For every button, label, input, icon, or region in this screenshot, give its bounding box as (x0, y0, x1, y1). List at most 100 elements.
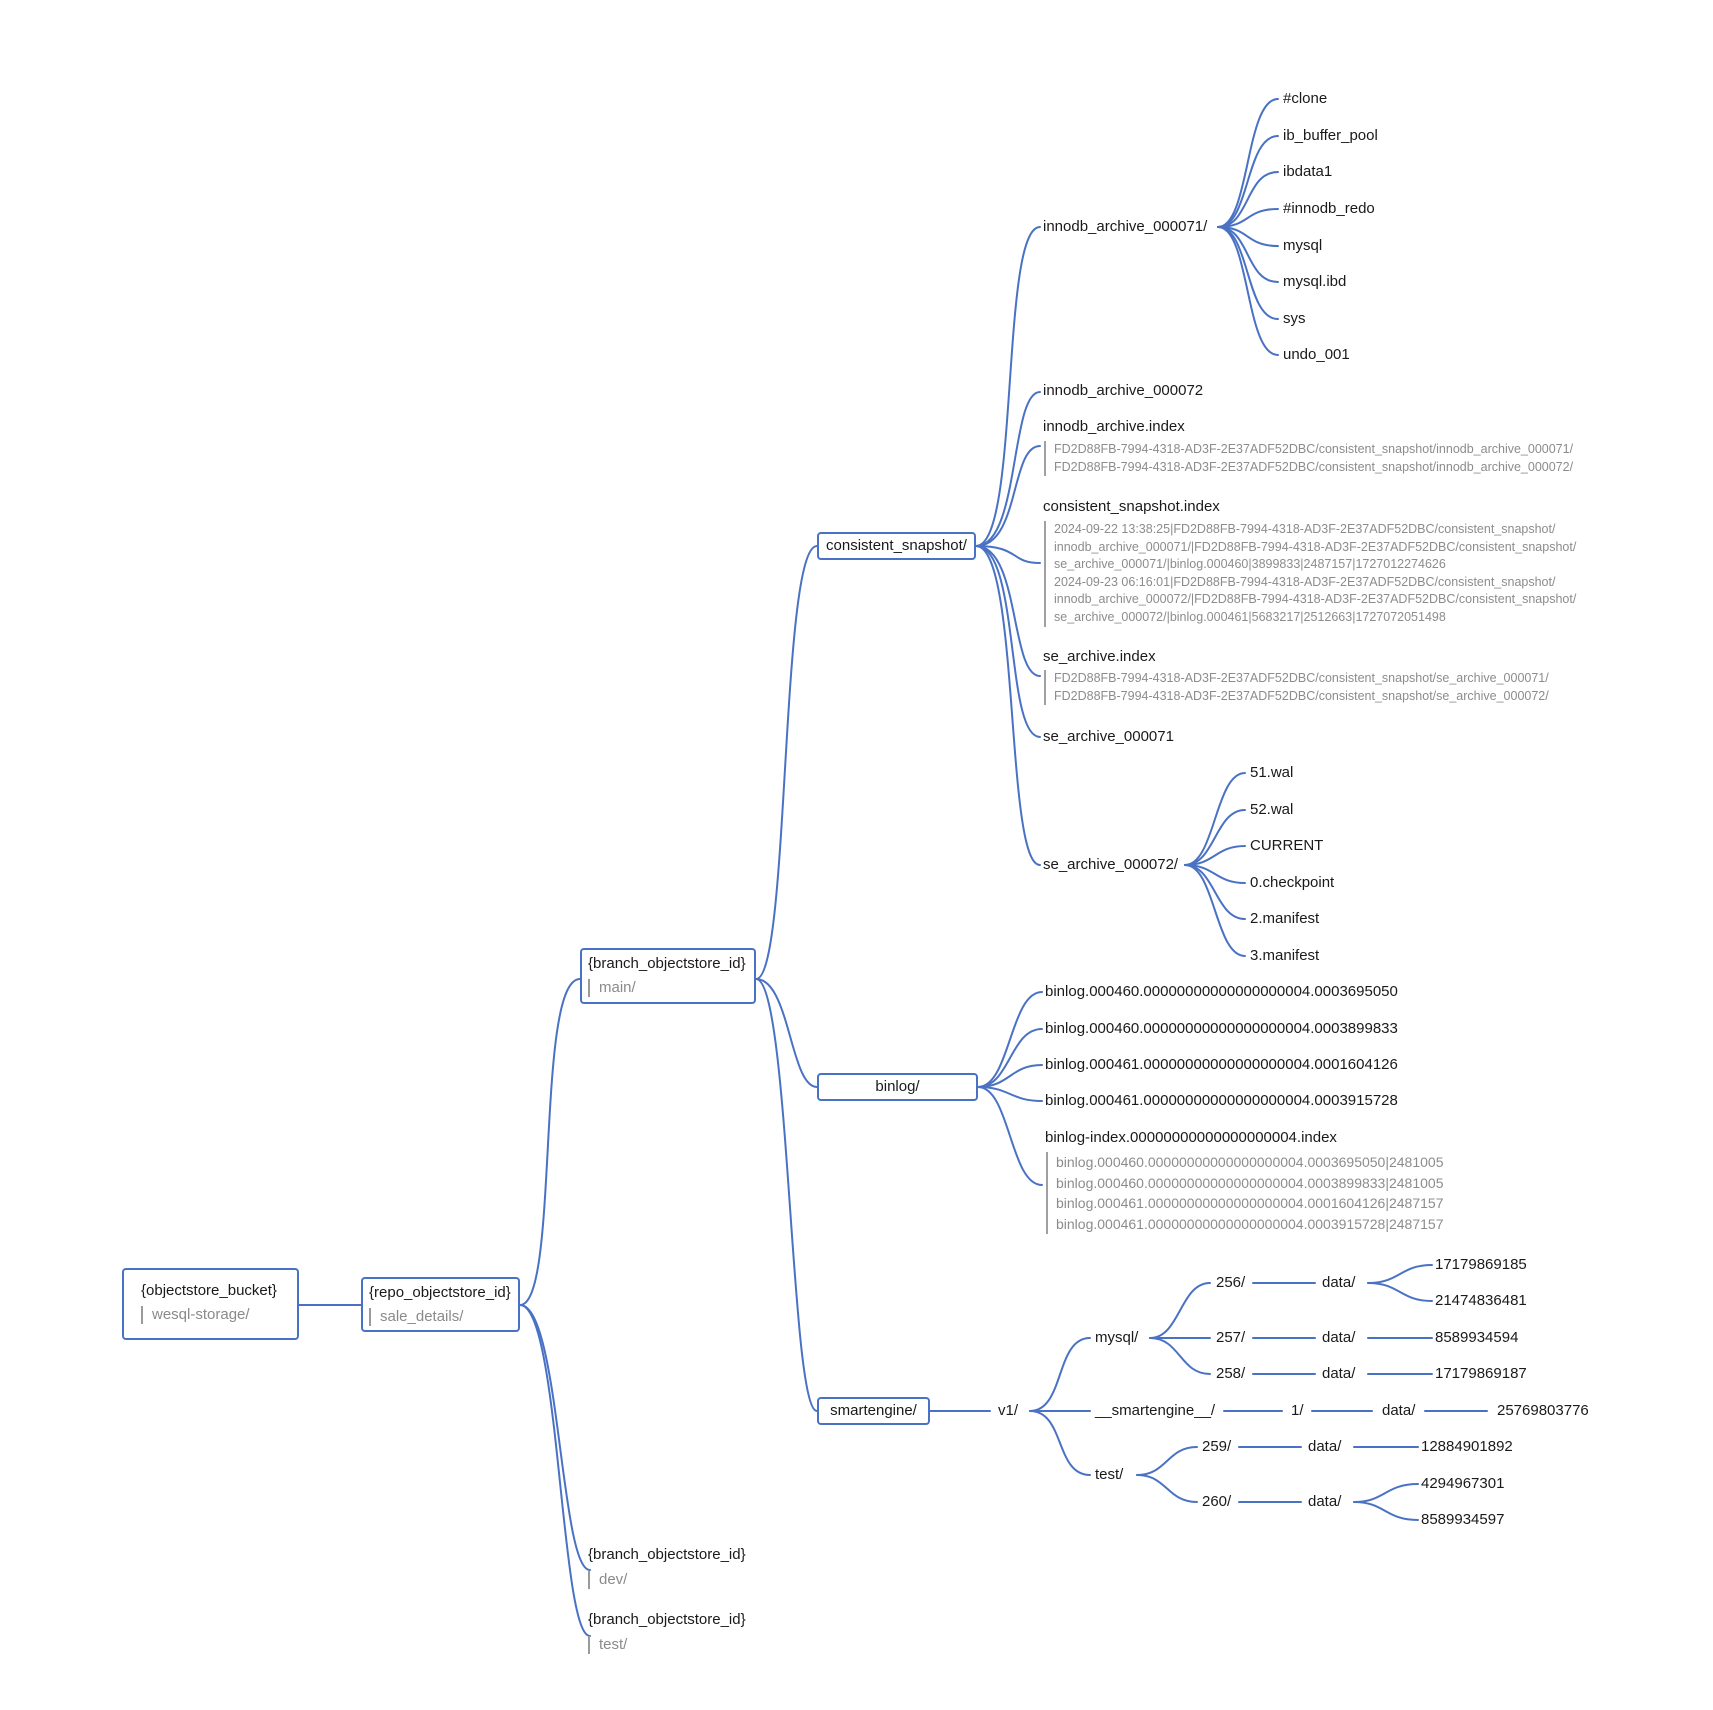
leaf-binlog-file[interactable]: binlog.000461.00000000000000000004.00039… (1045, 1092, 1398, 1109)
leaf-2-manifest[interactable]: 2.manifest (1250, 910, 1320, 927)
node-label: consistent_snapshot/ (826, 537, 967, 554)
note-line: innodb_archive_000071/|FD2D88FB-7994-431… (1054, 539, 1577, 554)
node-260-data[interactable]: data/ (1308, 1493, 1342, 1510)
node-se-archive-index[interactable]: se_archive.index (1043, 648, 1156, 665)
link-cs-iaindex (975, 445, 1041, 547)
leaf-258-file[interactable]: 17179869187 (1435, 1365, 1527, 1382)
node-branch-main[interactable]: {branch_objectstore_id} main/ (580, 948, 756, 1004)
note-line: FD2D88FB-7994-4318-AD3F-2E37ADF52DBC/con… (1054, 442, 1574, 456)
node-sublabel: main/ (588, 979, 636, 997)
node-se-archive-000072[interactable]: se_archive_000072/ (1043, 856, 1179, 873)
link-main-binlog (755, 978, 818, 1088)
note-consistent-snapshot-index: 2024-09-22 13:38:25|FD2D88FB-7994-4318-A… (1044, 521, 1576, 627)
node-257[interactable]: 257/ (1216, 1329, 1246, 1346)
note-se-archive-index: FD2D88FB-7994-4318-AD3F-2E37ADF52DBC/con… (1044, 670, 1549, 706)
node-1[interactable]: 1/ (1291, 1402, 1304, 1419)
link-repo-main (519, 978, 581, 1306)
node-test-dir[interactable]: test/ (1095, 1466, 1124, 1483)
node-repo-objectstore-id[interactable]: {repo_objectstore_id} sale_details/ (361, 1277, 520, 1332)
node-consistent-snapshot[interactable]: consistent_snapshot/ (817, 532, 976, 560)
node-binlog[interactable]: binlog/ (817, 1073, 978, 1101)
node-259-data[interactable]: data/ (1308, 1438, 1342, 1455)
node-label: {repo_objectstore_id} (369, 1284, 511, 1301)
note-line: se_archive_000071/|binlog.000460|3899833… (1054, 557, 1446, 572)
node-binlog-index[interactable]: binlog-index.00000000000000000004.index (1045, 1129, 1337, 1146)
note-line: 2024-09-22 13:38:25|FD2D88FB-7994-4318-A… (1054, 522, 1556, 536)
leaf-smartengine-file[interactable]: 25769803776 (1497, 1402, 1589, 1419)
node-label: smartengine/ (830, 1402, 917, 1419)
node-259[interactable]: 259/ (1202, 1438, 1232, 1455)
leaf-51-wal[interactable]: 51.wal (1250, 764, 1294, 781)
leaf-260-file[interactable]: 8589934597 (1421, 1511, 1505, 1528)
leaf-3-manifest[interactable]: 3.manifest (1250, 947, 1320, 964)
link-cs-ia72 (975, 391, 1041, 547)
leaf-undo-001[interactable]: undo_001 (1283, 346, 1350, 363)
node-mysql-dir[interactable]: mysql/ (1095, 1329, 1139, 1346)
leaf-innodb-redo[interactable]: #innodb_redo (1283, 200, 1375, 217)
leaf-256-file[interactable]: 17179869185 (1435, 1256, 1527, 1273)
leaf-260-file[interactable]: 4294967301 (1421, 1475, 1505, 1492)
leaf-0-checkpoint[interactable]: 0.checkpoint (1250, 874, 1335, 891)
leaf-sys[interactable]: sys (1283, 310, 1306, 327)
note-line: binlog.000460.00000000000000000004.00036… (1056, 1154, 1444, 1170)
node-260[interactable]: 260/ (1202, 1493, 1232, 1510)
leaf-256-file[interactable]: 21474836481 (1435, 1292, 1527, 1309)
node-256-data[interactable]: data/ (1322, 1274, 1356, 1291)
leaf-52-wal[interactable]: 52.wal (1250, 801, 1294, 818)
leaf-clone[interactable]: #clone (1283, 90, 1328, 107)
node-258[interactable]: 258/ (1216, 1365, 1246, 1382)
node-sublabel: sale_details/ (369, 1308, 463, 1326)
leaf-ib-buffer-pool[interactable]: ib_buffer_pool (1283, 127, 1378, 144)
node-258-data[interactable]: data/ (1322, 1365, 1356, 1382)
node-objectstore-bucket[interactable]: {objectstore_bucket} wesql-storage/ (122, 1268, 299, 1340)
note-line: binlog.000461.00000000000000000004.00016… (1056, 1195, 1444, 1211)
note-innodb-archive-index: FD2D88FB-7994-4318-AD3F-2E37ADF52DBC/con… (1044, 441, 1574, 477)
node-innodb-archive-index[interactable]: innodb_archive.index (1043, 418, 1185, 435)
node-branch-test-sublabel: test/ (588, 1636, 627, 1654)
node-branch-test-label[interactable]: {branch_objectstore_id} (588, 1611, 746, 1628)
note-line: binlog.000461.00000000000000000004.00039… (1056, 1215, 1444, 1232)
link-cs-ia71 (975, 226, 1041, 547)
link-cs-seindex (975, 545, 1041, 677)
leaf-current[interactable]: CURRENT (1250, 837, 1324, 854)
node-label: binlog/ (875, 1078, 920, 1095)
node-v1[interactable]: v1/ (998, 1402, 1019, 1419)
leaf-binlog-file[interactable]: binlog.000461.00000000000000000004.00016… (1045, 1056, 1398, 1073)
leaf-mysql-ibd[interactable]: mysql.ibd (1283, 273, 1347, 290)
leaf-ibdata1[interactable]: ibdata1 (1283, 163, 1333, 180)
leaf-259-file[interactable]: 12884901892 (1421, 1438, 1513, 1455)
node-label: {branch_objectstore_id} (588, 955, 746, 972)
node-consistent-snapshot-index[interactable]: consistent_snapshot.index (1043, 498, 1220, 515)
node-branch-dev-sublabel: dev/ (588, 1571, 627, 1589)
note-line: FD2D88FB-7994-4318-AD3F-2E37ADF52DBC/con… (1054, 671, 1549, 685)
link-main-se (755, 978, 818, 1412)
link-repo-test (519, 1304, 591, 1637)
note-line: 2024-09-23 06:16:01|FD2D88FB-7994-4318-A… (1054, 574, 1556, 589)
leaf-binlog-file[interactable]: binlog.000460.00000000000000000004.00038… (1045, 1020, 1398, 1037)
note-line: FD2D88FB-7994-4318-AD3F-2E37ADF52DBC/con… (1054, 688, 1549, 703)
node-smartengine[interactable]: smartengine/ (817, 1397, 930, 1425)
node-innodb-archive-000071[interactable]: innodb_archive_000071/ (1043, 218, 1208, 235)
node-257-data[interactable]: data/ (1322, 1329, 1356, 1346)
link-cs-se71 (975, 545, 1041, 738)
node-smartengine-dir[interactable]: __smartengine__/ (1095, 1402, 1216, 1419)
note-line: binlog.000460.00000000000000000004.00038… (1056, 1174, 1444, 1191)
note-binlog-index: binlog.000460.00000000000000000004.00036… (1046, 1152, 1443, 1234)
node-sublabel: wesql-storage/ (141, 1306, 250, 1324)
link-main-cs (755, 545, 818, 980)
node-label: {objectstore_bucket} (141, 1282, 277, 1299)
leaf-binlog-file[interactable]: binlog.000460.00000000000000000004.00036… (1045, 983, 1398, 1000)
link-cs-csindex (975, 545, 1041, 564)
node-se-archive-000071[interactable]: se_archive_000071 (1043, 728, 1174, 745)
leaf-mysql[interactable]: mysql (1283, 237, 1323, 254)
link-cs-se72 (975, 545, 1041, 866)
node-branch-dev-label[interactable]: {branch_objectstore_id} (588, 1546, 746, 1563)
node-256[interactable]: 256/ (1216, 1274, 1246, 1291)
leaf-257-file[interactable]: 8589934594 (1435, 1329, 1519, 1346)
note-line: FD2D88FB-7994-4318-AD3F-2E37ADF52DBC/con… (1054, 459, 1574, 474)
node-1-data[interactable]: data/ (1382, 1402, 1416, 1419)
link-repo-dev (519, 1304, 591, 1571)
node-innodb-archive-000072[interactable]: innodb_archive_000072 (1043, 382, 1204, 399)
